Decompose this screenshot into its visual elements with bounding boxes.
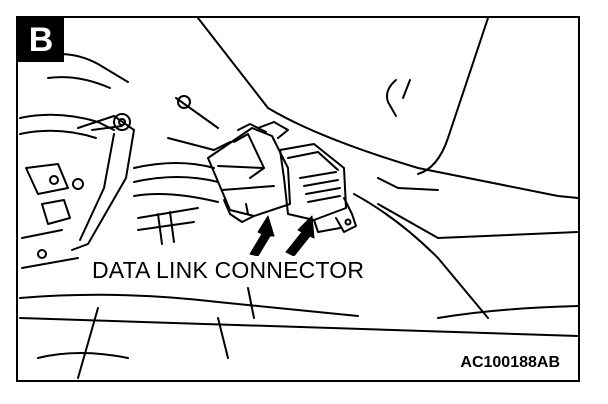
dlc-receptacle — [279, 143, 357, 233]
illustration-frame: B DATA LINK CONNECTOR AC100188AB — [16, 16, 580, 382]
arrow-left — [249, 215, 275, 257]
dlc-plug — [207, 121, 291, 223]
section-letter-badge: B — [18, 18, 64, 62]
lower-contours — [19, 193, 578, 379]
dash-panel — [197, 18, 578, 199]
wiring-harness — [133, 95, 231, 245]
pointer-arrows — [249, 215, 315, 257]
arrow-right — [285, 215, 315, 257]
data-link-connector-label: DATA LINK CONNECTOR — [88, 256, 369, 284]
dashboard-underside-illustration — [19, 18, 578, 379]
figure-code: AC100188AB — [460, 354, 560, 371]
left-bracket-structure — [19, 53, 135, 269]
